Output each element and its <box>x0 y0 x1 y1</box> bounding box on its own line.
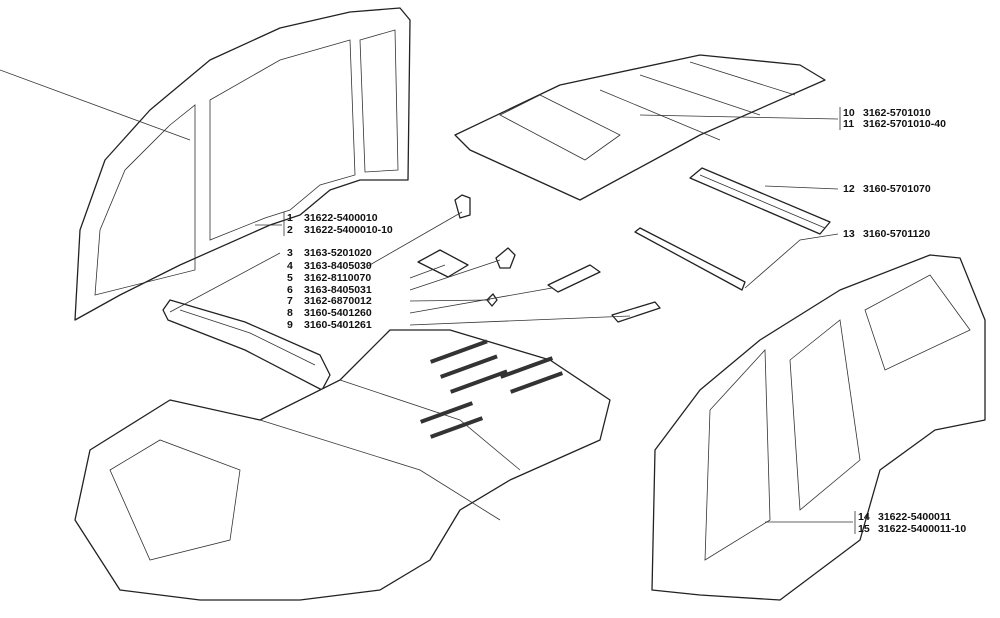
part-code: 3162-5701010-40 <box>863 118 946 130</box>
part-code: 31622-5400011 <box>878 511 951 523</box>
part-code: 31622-5400010 <box>304 212 378 224</box>
roof-bow <box>634 227 746 291</box>
callout-4: 4 3163-8405030 <box>287 260 372 272</box>
part-code: 31622-5400011-10 <box>878 523 967 535</box>
part-code: 31622-5400010-10 <box>304 224 393 236</box>
callout-15: 15 31622-5400011-10 <box>858 523 966 535</box>
callout-number: 9 <box>287 319 293 331</box>
part-code: 3160-5701120 <box>863 228 931 240</box>
callout-3: 3 3163-5201020 <box>287 247 372 259</box>
callout-1: 1 31622-5400010 <box>287 212 378 224</box>
part-code: 3160-5401260 <box>304 307 372 319</box>
callout-13: 13 3160-5701120 <box>843 228 930 240</box>
right-side-panel <box>651 254 986 601</box>
part-code: 3163-5201020 <box>304 247 372 259</box>
callout-5: 5 3162-8110070 <box>287 272 371 284</box>
callout-number: 15 <box>858 523 870 535</box>
callout-6: 6 3163-8405031 <box>287 284 372 296</box>
callout-number: 4 <box>287 260 293 272</box>
callout-11: 11 3162-5701010-40 <box>843 118 946 130</box>
underbody-assembly <box>74 329 611 601</box>
cowl-panel <box>162 299 331 391</box>
callout-number: 8 <box>287 307 293 319</box>
left-side-panel <box>0 7 411 321</box>
callout-number: 14 <box>858 511 870 523</box>
floor-ribs <box>420 339 564 439</box>
callout-12: 12 3160-5701070 <box>843 183 931 195</box>
callout-9: 9 3160-5401261 <box>287 319 372 331</box>
callout-number: 7 <box>287 295 293 307</box>
callout-10: 10 3162-5701010 <box>843 107 931 119</box>
part-code: 3162-8110070 <box>304 272 372 284</box>
part-code: 3162-5701010 <box>863 107 931 119</box>
callout-number: 3 <box>287 247 293 259</box>
leader-lines <box>169 107 856 534</box>
small-brackets <box>417 194 661 323</box>
callout-number: 13 <box>843 228 855 240</box>
part-code: 3163-8405030 <box>304 260 372 272</box>
callout-8: 8 3160-5401260 <box>287 307 372 319</box>
part-code: 3163-8405031 <box>304 284 372 296</box>
windshield-header <box>689 167 831 235</box>
callout-2: 2 31622-5400010-10 <box>287 224 393 236</box>
callout-14: 14 31622-5400011 <box>858 511 951 523</box>
callout-number: 2 <box>287 224 293 236</box>
callout-number: 1 <box>287 212 293 224</box>
callout-number: 5 <box>287 272 293 284</box>
part-code: 3162-6870012 <box>304 295 372 307</box>
roof-panel <box>454 54 826 201</box>
callout-number: 10 <box>843 107 855 119</box>
callout-7: 7 3162-6870012 <box>287 295 372 307</box>
callout-number: 11 <box>843 118 855 130</box>
part-code: 3160-5401261 <box>304 319 372 331</box>
part-code: 3160-5701070 <box>863 183 931 195</box>
callout-number: 12 <box>843 183 855 195</box>
callout-number: 6 <box>287 284 293 296</box>
